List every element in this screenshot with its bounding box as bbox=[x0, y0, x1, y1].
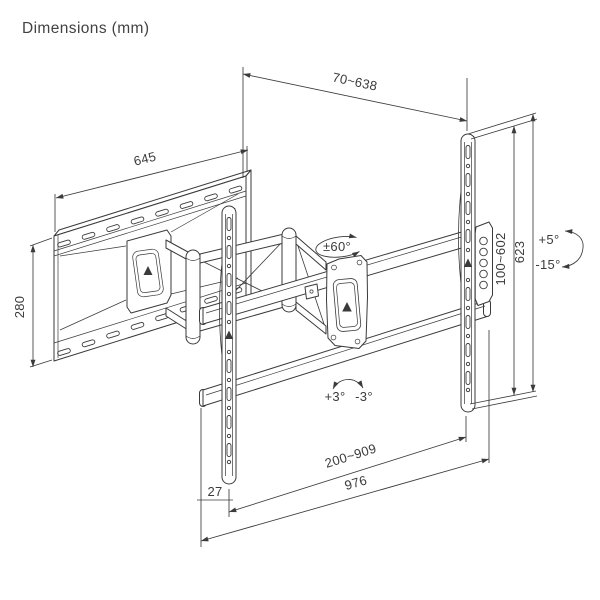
dim-horizontal-adjust-label: 200~909 bbox=[323, 441, 378, 471]
latch-detail bbox=[304, 283, 319, 300]
swivel-label: ±60° bbox=[323, 239, 351, 254]
level-minus-label: -3° bbox=[355, 389, 373, 404]
dim-crossbar-length-label: 976 bbox=[343, 472, 369, 493]
dim-plate-width: 645 bbox=[54, 146, 249, 232]
page-title: Dimensions (mm) bbox=[22, 20, 149, 37]
dim-vertical-adjust-label: 100~602 bbox=[493, 232, 508, 285]
level-arrow bbox=[332, 379, 364, 390]
tilt-down-label: -15° bbox=[535, 257, 560, 272]
dim-horizontal-adjust: 200~909 bbox=[228, 416, 467, 517]
dim-rail-offset-label: 27 bbox=[207, 484, 222, 499]
pivot-bracket bbox=[126, 229, 172, 314]
tv-rail-left bbox=[219, 205, 237, 485]
dim-plate-width-label: 645 bbox=[132, 149, 158, 169]
orientation-arrow bbox=[224, 330, 234, 339]
swivel-annotation: ±60° bbox=[315, 233, 360, 258]
dim-plate-height-label: 280 bbox=[12, 296, 27, 319]
level-plus-label: +3° bbox=[325, 389, 346, 404]
tilt-annotation: +5° -15° bbox=[535, 229, 584, 272]
dim-extension-label: 70~638 bbox=[331, 70, 379, 94]
level-annotation: +3° -3° bbox=[325, 379, 373, 404]
arm-post bbox=[185, 249, 201, 345]
rail-holes bbox=[465, 145, 471, 393]
orientation-arrow bbox=[463, 258, 473, 267]
orientation-arrow bbox=[342, 302, 352, 312]
dimension-annotations: 70~638 645 280 100~602 623 bbox=[12, 67, 584, 547]
tv-rail-right bbox=[458, 133, 493, 413]
orientation-arrow bbox=[143, 266, 153, 275]
vesa-head bbox=[326, 255, 368, 349]
swivel-arrow bbox=[315, 233, 360, 258]
dim-plate-height: 280 bbox=[12, 237, 53, 368]
tilt-arrow bbox=[561, 229, 584, 269]
wall-plate-brace bbox=[59, 193, 239, 331]
tilt-up-label: +5° bbox=[539, 232, 560, 247]
dim-crossbar-length: 976 bbox=[200, 330, 490, 547]
arm-bar bbox=[295, 301, 327, 335]
dim-rail-height: 100~602 623 bbox=[467, 112, 538, 410]
dim-extension: 70~638 bbox=[242, 67, 468, 178]
dim-rail-offset: 27 bbox=[197, 484, 233, 501]
vesa-spacer bbox=[474, 221, 493, 306]
dim-rail-height-label: 623 bbox=[512, 241, 527, 264]
